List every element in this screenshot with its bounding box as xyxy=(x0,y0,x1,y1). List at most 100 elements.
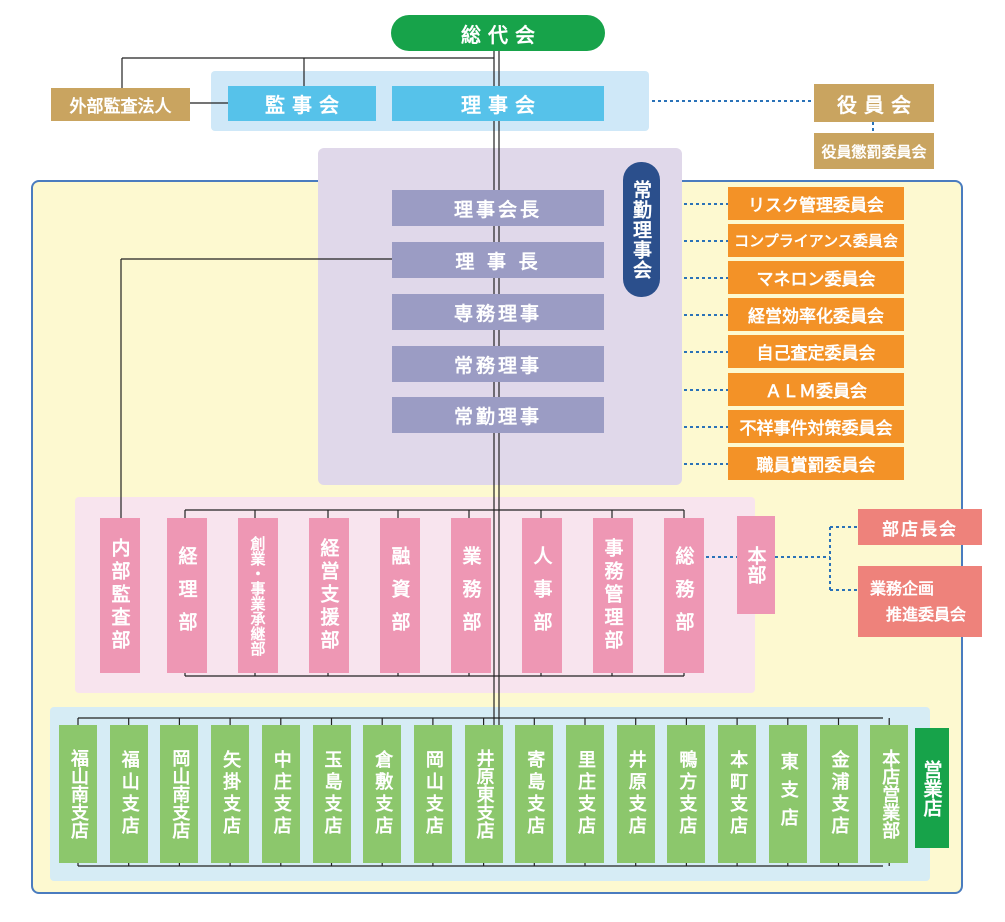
branch-label: 中庄支店 xyxy=(270,750,292,838)
branch-box: 福山支店 xyxy=(109,725,148,863)
branch-box: 矢掛支店 xyxy=(211,725,250,863)
sales-offices-box: 営業店 xyxy=(915,728,949,848)
officer-discipline-label: 役員懲罰委員会 xyxy=(821,142,927,161)
committee-label: 職員賞罰委員会 xyxy=(756,456,876,476)
hq-box: 本部 xyxy=(737,516,775,614)
executive-role-label: 理 事 長 xyxy=(455,250,541,273)
department-box: 創業・事業承継部 xyxy=(238,518,278,673)
department-label: 融資部 xyxy=(388,546,411,645)
branch-label: 岡山支店 xyxy=(422,750,444,838)
branch-label: 金浦支店 xyxy=(828,750,850,838)
board-label: 理 事 会 xyxy=(461,93,535,117)
sales-offices-label: 営業店 xyxy=(920,759,943,817)
branch-box: 中庄支店 xyxy=(261,725,300,863)
branch-label: 矢掛支店 xyxy=(220,750,242,838)
branch-label: 福山支店 xyxy=(118,750,140,838)
committee-label: コンプライアンス委員会 xyxy=(734,232,898,250)
committee-box: 職員賞罰委員会 xyxy=(728,447,904,480)
executive-role-box: 常勤理事 xyxy=(392,397,604,433)
branch-box: 金浦支店 xyxy=(819,725,858,863)
executive-board-pill: 常勤理事会 xyxy=(623,162,660,297)
branch-box: 岡山支店 xyxy=(413,725,452,863)
executive-role-label: 理事会長 xyxy=(453,198,542,221)
committee-box: 経営効率化委員会 xyxy=(728,298,904,331)
executive-role-label: 常務理事 xyxy=(453,354,542,377)
committee-box: コンプライアンス委員会 xyxy=(728,224,904,257)
committee-box: ＡＬＭ委員会 xyxy=(728,373,904,406)
department-box: 総務部 xyxy=(664,518,704,673)
department-label: 事務管理部 xyxy=(601,538,624,653)
executive-role-box: 理事会長 xyxy=(392,190,604,226)
department-box: 事務管理部 xyxy=(593,518,633,673)
department-label: 経理部 xyxy=(175,546,198,645)
branch-label: 倉敷支店 xyxy=(372,750,394,838)
committee-label: 自己査定委員会 xyxy=(756,344,876,364)
executive-role-label: 専務理事 xyxy=(453,302,542,325)
branch-label: 東支店 xyxy=(777,752,799,836)
department-label: 総務部 xyxy=(672,546,695,645)
officers-meeting-box: 役 員 会 xyxy=(814,84,934,122)
external-auditor-box: 外部監査法人 xyxy=(51,88,190,121)
branch-box: 井原支店 xyxy=(616,725,655,863)
committee-box: 自己査定委員会 xyxy=(728,335,904,368)
department-label: 内部監査部 xyxy=(108,538,131,653)
department-box: 業務部 xyxy=(451,518,491,673)
branch-label: 寄島支店 xyxy=(524,750,546,838)
branch-label: 岡山南支店 xyxy=(169,749,191,839)
executive-role-label: 常勤理事 xyxy=(453,405,542,428)
branch-box: 本町支店 xyxy=(718,725,757,863)
executive-role-box: 理 事 長 xyxy=(392,242,604,278)
business-planning-label-1: 業務企画 xyxy=(870,578,935,598)
department-box: 融資部 xyxy=(380,518,420,673)
general-assembly-label: 総 代 会 xyxy=(461,22,535,47)
branch-box: 本店営業部 xyxy=(870,725,909,863)
auditors-board-label: 監 事 会 xyxy=(265,93,339,117)
department-box: 経営支援部 xyxy=(309,518,349,673)
executive-role-box: 常務理事 xyxy=(392,346,604,382)
board-box: 理 事 会 xyxy=(392,86,604,121)
branch-box: 玉島支店 xyxy=(312,725,351,863)
branch-box: 東支店 xyxy=(768,725,807,863)
branch-manager-meeting-box: 部店長会 xyxy=(858,509,982,545)
executive-board-label: 常勤理事会 xyxy=(630,179,652,280)
branch-box: 里庄支店 xyxy=(566,725,604,863)
branch-label: 本店営業部 xyxy=(879,749,901,839)
officers-meeting-label: 役 員 会 xyxy=(837,92,911,117)
branch-box: 福山南支店 xyxy=(59,725,97,863)
business-planning-box: 業務企画 推進委員会 xyxy=(858,566,982,637)
branch-label: 福山南支店 xyxy=(68,749,89,839)
committee-box: リスク管理委員会 xyxy=(728,187,904,220)
department-box: 内部監査部 xyxy=(100,518,140,673)
committee-label: ＡＬＭ委員会 xyxy=(765,382,867,402)
business-planning-label-2: 推進委員会 xyxy=(886,604,967,624)
auditors-board-box: 監 事 会 xyxy=(228,86,376,121)
committee-label: マネロン委員会 xyxy=(756,270,876,290)
committee-label: 不祥事件対策委員会 xyxy=(739,419,893,439)
department-box: 人事部 xyxy=(522,518,562,673)
external-auditor-label: 外部監査法人 xyxy=(69,97,172,117)
department-label: 経営支援部 xyxy=(317,538,340,653)
officer-discipline-box: 役員懲罰委員会 xyxy=(814,133,934,169)
department-label: 業務部 xyxy=(459,546,482,645)
branch-box: 寄島支店 xyxy=(515,725,554,863)
committee-box: 不祥事件対策委員会 xyxy=(728,410,904,443)
branch-box: 倉敷支店 xyxy=(363,725,402,863)
department-label: 創業・事業承継部 xyxy=(248,535,267,656)
general-assembly-box: 総 代 会 xyxy=(391,15,605,51)
branch-label: 本町支店 xyxy=(727,750,749,838)
branch-label: 井原東支店 xyxy=(473,749,495,839)
hq-label: 本部 xyxy=(744,546,767,584)
branch-label: 井原支店 xyxy=(625,750,647,838)
branch-box: 鴨方支店 xyxy=(667,725,706,863)
branch-label: 玉島支店 xyxy=(321,750,343,838)
committee-box: マネロン委員会 xyxy=(728,261,904,294)
branch-box: 岡山南支店 xyxy=(160,725,199,863)
branch-label: 鴨方支店 xyxy=(676,750,698,838)
branch-manager-meeting-label: 部店長会 xyxy=(882,519,958,540)
department-box: 経理部 xyxy=(167,518,207,673)
executive-role-box: 専務理事 xyxy=(392,294,604,330)
department-label: 人事部 xyxy=(530,546,553,645)
committee-label: リスク管理委員会 xyxy=(748,196,884,216)
committee-label: 経営効率化委員会 xyxy=(748,307,884,327)
